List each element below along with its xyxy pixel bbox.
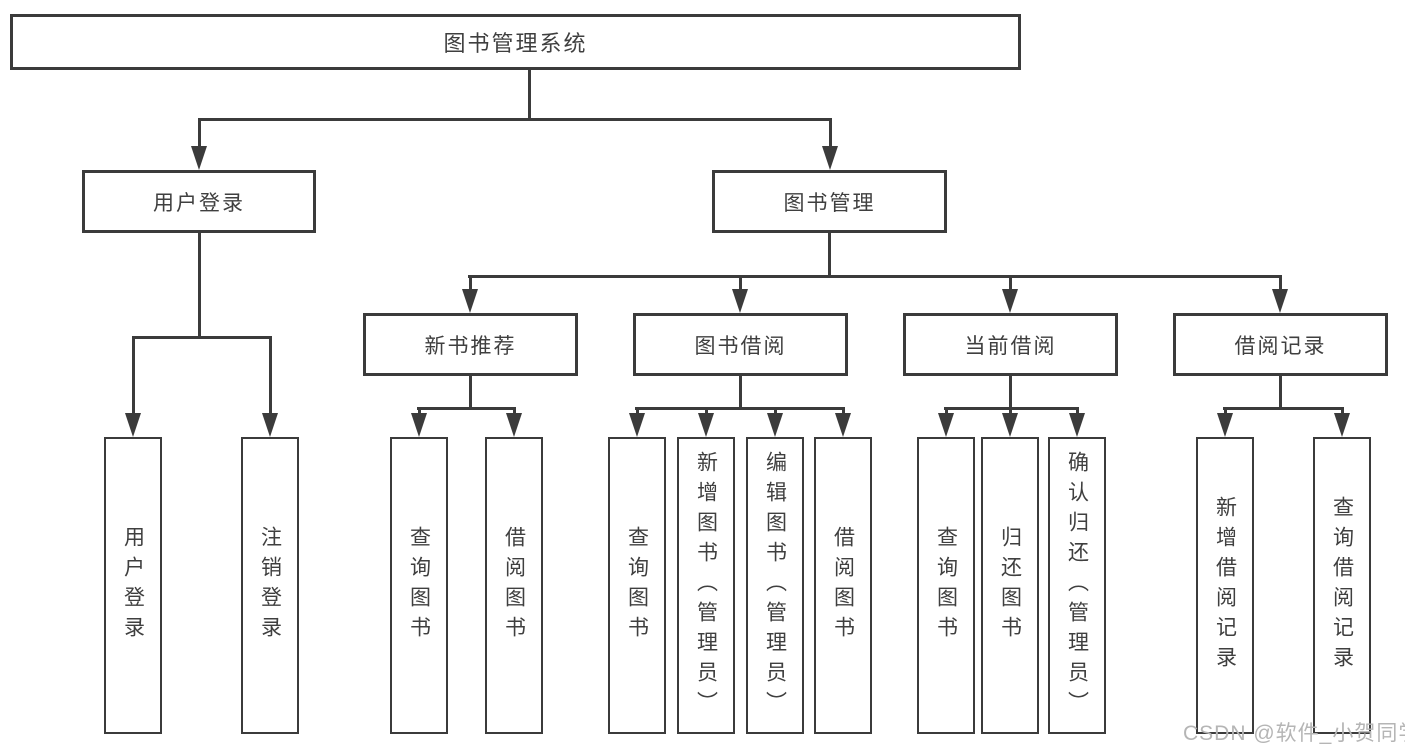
leaf-edit-book-admin: 编辑图书（管理员） — [746, 437, 804, 734]
node-book-management: 图书管理 — [712, 170, 947, 233]
node-user-login: 用户登录 — [82, 170, 316, 233]
leaf-add-book-admin: 新增图书（管理员） — [677, 437, 735, 734]
connector-line — [418, 407, 421, 417]
node-borrow-records-label: 借阅记录 — [1234, 334, 1327, 358]
arrow-down-icon — [732, 289, 748, 313]
arrow-down-icon — [1002, 413, 1018, 437]
arrow-down-icon — [1002, 289, 1018, 313]
connector-line — [513, 407, 516, 417]
connector-line — [1009, 376, 1012, 407]
csdn-watermark: CSDN @软件_小贺同学 — [1183, 722, 1405, 745]
connector-line — [829, 118, 832, 150]
leaf-add-book-admin-label: 新增图书（管理员） — [694, 450, 718, 721]
connector-line — [705, 407, 708, 417]
connector-line — [828, 233, 831, 275]
node-root: 图书管理系统 — [10, 14, 1021, 70]
leaf-borrow-book-1: 借阅图书 — [485, 437, 543, 734]
leaf-query-book-2: 查询图书 — [608, 437, 666, 734]
connector-line — [132, 336, 135, 416]
leaf-borrow-book-2-label: 借阅图书 — [831, 525, 855, 646]
connector-line — [1076, 407, 1079, 417]
leaf-logout-label: 注销登录 — [258, 525, 282, 646]
arrow-down-icon — [462, 289, 478, 313]
connector-line — [469, 376, 472, 407]
node-book-borrow: 图书借阅 — [633, 313, 848, 376]
arrow-down-icon — [262, 413, 278, 437]
arrow-down-icon — [1334, 413, 1350, 437]
connector-line — [132, 336, 272, 339]
arrow-down-icon — [411, 413, 427, 437]
connector-line — [774, 407, 777, 417]
connector-line — [417, 407, 516, 410]
leaf-user-login-label: 用户登录 — [121, 525, 145, 646]
connector-line — [1223, 407, 1344, 410]
node-book-borrow-label: 图书借阅 — [694, 334, 787, 358]
arrow-down-icon — [191, 146, 207, 170]
leaf-query-book-1-label: 查询图书 — [407, 525, 431, 646]
connector-line — [635, 407, 845, 410]
leaf-borrow-book-1-label: 借阅图书 — [502, 525, 526, 646]
node-new-book-recommend-label: 新书推荐 — [424, 334, 517, 358]
connector-line — [1279, 275, 1282, 295]
connector-line — [198, 118, 832, 121]
leaf-query-book-3: 查询图书 — [917, 437, 975, 734]
connector-line — [945, 407, 948, 417]
node-borrow-records: 借阅记录 — [1173, 313, 1388, 376]
node-current-borrow-label: 当前借阅 — [964, 334, 1057, 358]
connector-line — [528, 70, 531, 118]
arrow-down-icon — [835, 413, 851, 437]
node-root-label: 图书管理系统 — [443, 31, 588, 56]
leaf-query-borrow-record-label: 查询借阅记录 — [1330, 495, 1354, 676]
arrow-down-icon — [1069, 413, 1085, 437]
connector-line — [842, 407, 845, 417]
node-new-book-recommend: 新书推荐 — [363, 313, 578, 376]
leaf-borrow-book-2: 借阅图书 — [814, 437, 872, 734]
connector-line — [1279, 376, 1282, 407]
connector-line — [1009, 407, 1012, 417]
leaf-query-book-3-label: 查询图书 — [934, 525, 958, 646]
connector-line — [198, 233, 201, 336]
connector-line — [739, 275, 742, 295]
arrow-down-icon — [125, 413, 141, 437]
leaf-user-login: 用户登录 — [104, 437, 162, 734]
leaf-edit-book-admin-label: 编辑图书（管理员） — [763, 450, 787, 721]
connector-line — [1341, 407, 1344, 417]
connector-line — [1224, 407, 1227, 417]
connector-line — [198, 118, 201, 150]
connector-line — [469, 275, 472, 295]
node-user-login-label: 用户登录 — [153, 191, 245, 215]
arrow-down-icon — [1272, 289, 1288, 313]
leaf-add-borrow-record-label: 新增借阅记录 — [1213, 495, 1237, 676]
arrow-down-icon — [822, 146, 838, 170]
leaf-query-borrow-record: 查询借阅记录 — [1313, 437, 1371, 734]
leaf-confirm-return-admin-label: 确认归还（管理员） — [1065, 450, 1089, 721]
arrow-down-icon — [938, 413, 954, 437]
leaf-confirm-return-admin: 确认归还（管理员） — [1048, 437, 1106, 734]
leaf-logout: 注销登录 — [241, 437, 299, 734]
connector-line — [739, 376, 742, 407]
arrow-down-icon — [698, 413, 714, 437]
connector-line — [1009, 275, 1012, 295]
connector-line — [468, 275, 1282, 278]
leaf-return-book-label: 归还图书 — [998, 525, 1022, 646]
node-book-management-label: 图书管理 — [783, 191, 876, 215]
leaf-query-book-2-label: 查询图书 — [625, 525, 649, 646]
node-current-borrow: 当前借阅 — [903, 313, 1118, 376]
leaf-add-borrow-record: 新增借阅记录 — [1196, 437, 1254, 734]
arrow-down-icon — [629, 413, 645, 437]
leaf-query-book-1: 查询图书 — [390, 437, 448, 734]
arrow-down-icon — [506, 413, 522, 437]
arrow-down-icon — [767, 413, 783, 437]
leaf-return-book: 归还图书 — [981, 437, 1039, 734]
arrow-down-icon — [1217, 413, 1233, 437]
connector-line — [269, 336, 272, 416]
connector-line — [636, 407, 639, 417]
